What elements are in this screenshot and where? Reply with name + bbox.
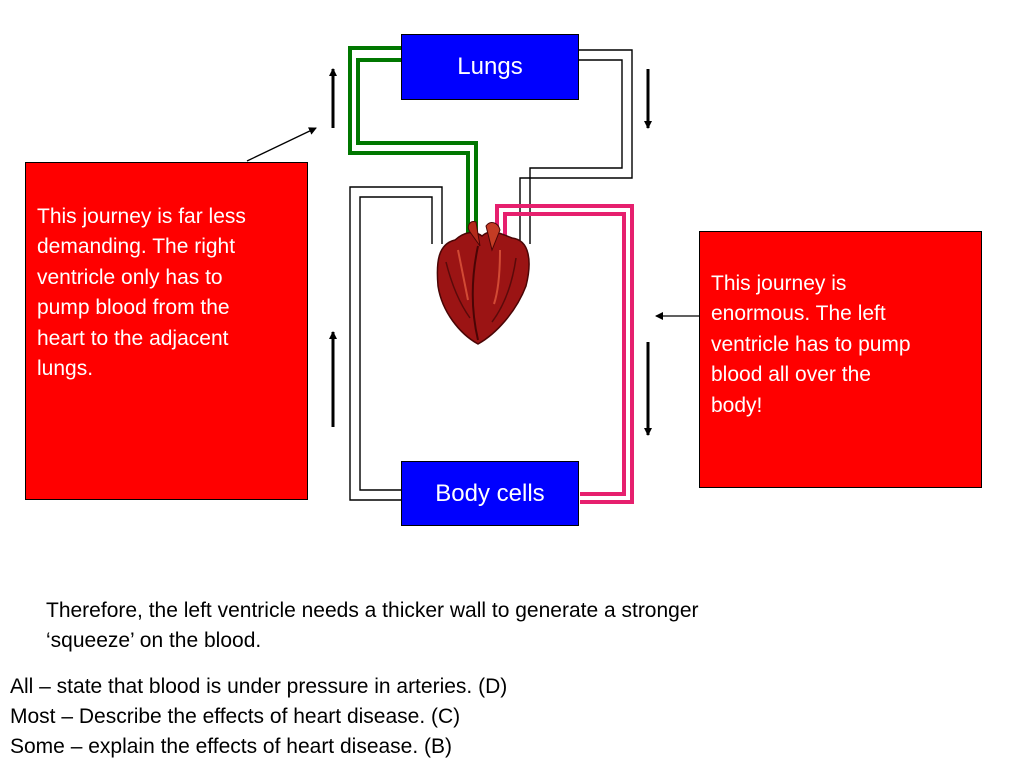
- objective-some: Some – explain the effects of heart dise…: [10, 735, 453, 758]
- objective-most: Most – Describe the effects of heart dis…: [10, 705, 461, 728]
- left-note-text: This journey is far less demanding. The …: [37, 204, 246, 381]
- conclusion-text: Therefore, the left ventricle needs a th…: [46, 599, 699, 652]
- aorta: [495, 204, 634, 504]
- right-note-text: This journey is enormous. The left ventr…: [711, 271, 911, 417]
- objective-all: All – state that blood is under pressure…: [10, 675, 508, 698]
- objectives-list: All – state that blood is under pressure…: [10, 672, 910, 762]
- left-note-pointer: [246, 127, 317, 162]
- right-note-box: This journey is enormous. The left ventr…: [699, 231, 982, 488]
- left-note-box: This journey is far less demanding. The …: [25, 162, 308, 500]
- pulmonary-artery: [348, 46, 478, 246]
- body-cells-label: Body cells: [435, 479, 545, 507]
- pulmonary-vein: [519, 49, 633, 244]
- lungs-box: Lungs: [401, 34, 579, 100]
- body-cells-box: Body cells: [401, 461, 579, 526]
- lungs-label: Lungs: [457, 53, 523, 80]
- heart-icon: [436, 221, 530, 345]
- vena-cava: [349, 186, 443, 501]
